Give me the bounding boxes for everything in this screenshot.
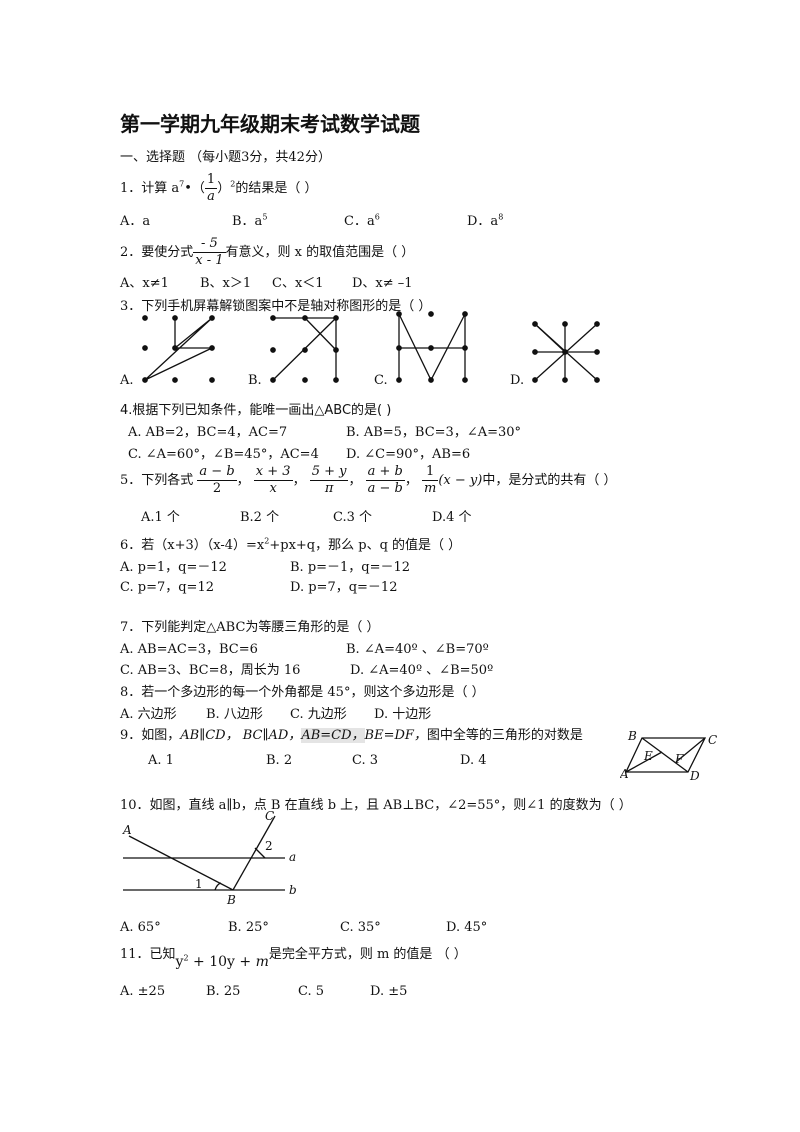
question-9: 9．如图，AB∥CD， BC∥AD，AB=CD，BE=DF，图中全等的三角形的对… (120, 728, 583, 743)
q10-option-d: D. 45° (446, 920, 488, 935)
q11-option-b: B. 25 (206, 984, 241, 999)
q7-option-a: A. AB=AC=3，BC=6 (120, 642, 258, 657)
q1-option-c: C．a6 (344, 212, 380, 229)
q2-option-b: B、x＞1 (200, 276, 252, 291)
q11-option-c: C. 5 (298, 984, 325, 999)
q8-option-a: A. 六边形 (120, 707, 177, 722)
angle-2-label: 2 (265, 839, 273, 853)
question-10: 10．如图，直线 a∥b，点 B 在直线 b 上，且 AB⊥BC，∠2=55°，… (120, 798, 632, 813)
label-c: C (265, 809, 274, 823)
label-e: E (643, 749, 653, 763)
q6-option-a: A. p=1，q=－12 (120, 560, 227, 575)
label-f: F (674, 752, 684, 766)
question-3: 3．下列手机屏幕解锁图案中不是轴对称图形的是（ ） (120, 299, 432, 314)
q7-option-c: C. AB=3、BC=8，周长为 16 (120, 663, 301, 678)
q9-option-a: A. 1 (148, 753, 174, 768)
q1-option-a: A．a (120, 214, 151, 229)
q3-label-c: C. (374, 373, 388, 388)
q1-option-d: D．a8 (467, 212, 504, 229)
q5-option-d: D.4 个 (432, 510, 472, 525)
label-a-point: A (122, 823, 132, 837)
q6-option-d: D. p=7，q=－12 (290, 580, 398, 595)
q8-option-b: B. 八边形 (206, 707, 263, 722)
question-11: 11．已知y2 + 10y + m是完全平方式，则 m 的值是 （ ） (120, 947, 467, 970)
parallelogram-figure: B C E F A D (620, 729, 717, 783)
q5-option-c: C.3 个 (333, 510, 373, 525)
q5-option-b: B.2 个 (240, 510, 280, 525)
q10-option-c: C. 35° (340, 920, 381, 935)
question-8: 8．若一个多边形的每一个外角都是 45°，则这个多边形是（ ） (120, 685, 485, 700)
q6-option-b: B. p=－1，q=－12 (290, 560, 411, 575)
line-a-label: a (289, 850, 296, 864)
section-heading: 一、选择题 （每小题3分，共42分） (120, 150, 331, 165)
q10-option-a: A. 65° (120, 920, 161, 935)
angle-1-label: 1 (195, 877, 203, 891)
q3-label-b: B. (248, 373, 262, 388)
q4-option-c: C. ∠A=60°，∠B=45°，AC=4 (128, 447, 319, 462)
q3-label-d: D. (510, 373, 525, 388)
q2-option-d: D、x≠ –1 (352, 276, 413, 291)
label-d: D (689, 769, 700, 783)
label-a: A (620, 767, 629, 781)
label-c: C (708, 733, 717, 747)
q11-option-a: A. ±25 (120, 984, 166, 999)
q4-option-b: B. AB=5，BC=3，∠A=30° (346, 425, 522, 440)
parallel-lines-figure: C A 2 a 1 B b (122, 809, 297, 907)
q3-label-a: A. (120, 373, 134, 388)
question-6: 6．若（x+3）（x-4）=x2+px+q，那么 p、q 的值是（ ） (120, 536, 462, 553)
label-b-point: B (226, 893, 236, 907)
question-7: 7．下列能判定△ABC为等腰三角形的是（ ） (120, 620, 380, 635)
q6-option-c: C. p=7，q=12 (120, 580, 214, 595)
q2-option-c: C、x＜1 (272, 276, 324, 291)
q5-option-a: A.1 个 (141, 510, 180, 525)
page-title: 第一学期九年级期末考试数学试题 (120, 112, 420, 136)
q4-option-a: A. AB=2，BC=4，AC=7 (128, 425, 288, 440)
q11-option-d: D. ±5 (370, 984, 408, 999)
line-b-label: b (289, 883, 297, 897)
q7-option-d: D. ∠A=40º 、∠B=50º (350, 663, 494, 678)
question-4: 4.根据下列已知条件，能唯一画出△ABC的是( ) (120, 403, 392, 418)
label-b: B (627, 729, 637, 743)
q9-option-d: D. 4 (460, 753, 487, 768)
q9-option-b: B. 2 (266, 753, 293, 768)
q10-option-b: B. 25° (228, 920, 269, 935)
q1-option-b: B．a5 (232, 212, 268, 229)
q8-option-d: D. 十边形 (374, 707, 432, 722)
q7-option-b: B. ∠A=40º 、∠B=70º (346, 642, 489, 657)
q9-option-c: C. 3 (352, 753, 379, 768)
q2-option-a: A、x≠1 (120, 276, 169, 291)
q4-option-d: D. ∠C=90°，AB=6 (346, 447, 471, 462)
q8-option-c: C. 九边形 (290, 707, 347, 722)
unlock-patterns-figure (142, 311, 600, 383)
